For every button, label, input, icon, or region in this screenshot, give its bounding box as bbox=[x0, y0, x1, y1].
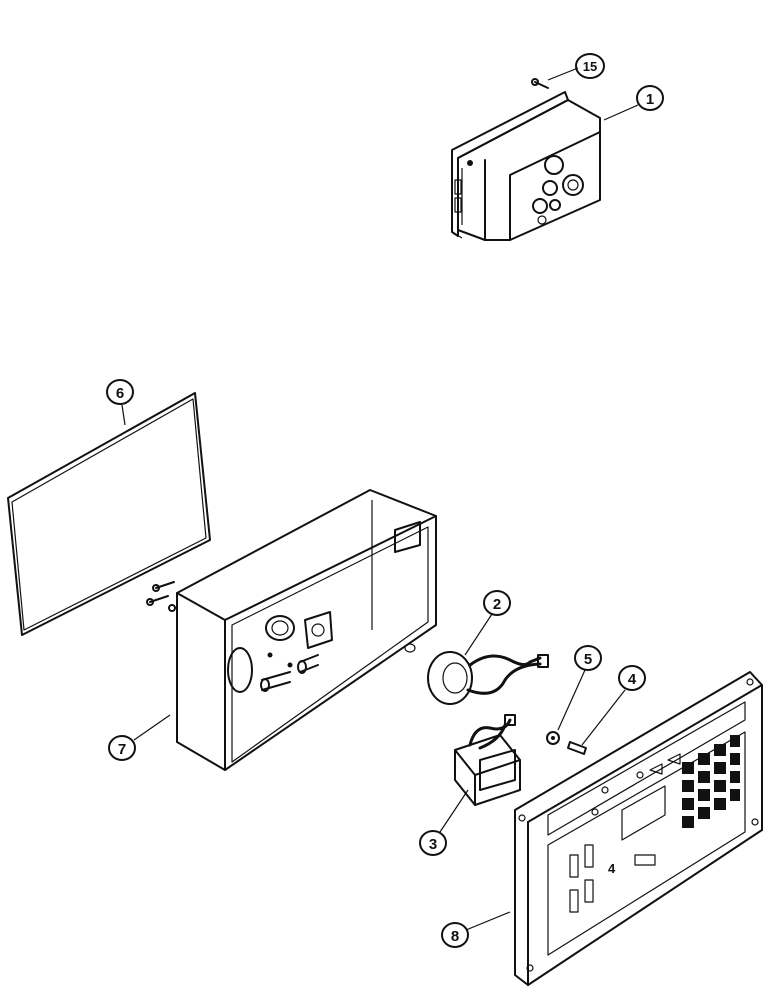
part-8-front-panel: 4 bbox=[514, 671, 763, 986]
part-7-enclosure bbox=[176, 489, 437, 771]
callout-4: 4 bbox=[581, 665, 646, 746]
callout-7: 7 bbox=[108, 714, 171, 761]
svg-text:6: 6 bbox=[116, 385, 124, 402]
svg-text:8: 8 bbox=[451, 928, 459, 945]
svg-text:2: 2 bbox=[493, 596, 501, 613]
part-6-gasket bbox=[7, 392, 211, 636]
callout-3: 3 bbox=[419, 789, 469, 856]
svg-text:7: 7 bbox=[118, 741, 126, 758]
part-5-nut bbox=[546, 731, 560, 745]
part-2-coil bbox=[427, 651, 549, 705]
svg-text:15: 15 bbox=[583, 59, 597, 74]
callout-15: 15 bbox=[547, 53, 605, 81]
svg-text:5: 5 bbox=[584, 651, 592, 668]
part-3-relay bbox=[454, 714, 521, 806]
part-15-screw bbox=[531, 78, 549, 89]
callout-6: 6 bbox=[106, 379, 134, 426]
mounting-screws bbox=[146, 581, 176, 612]
callout-8: 8 bbox=[441, 911, 511, 948]
callout-2: 2 bbox=[464, 590, 511, 656]
svg-text:1: 1 bbox=[646, 91, 654, 108]
panel-marking: 4 bbox=[608, 861, 616, 876]
callout-5: 5 bbox=[557, 645, 602, 731]
svg-text:4: 4 bbox=[628, 671, 637, 688]
callout-1: 1 bbox=[603, 85, 664, 121]
svg-text:3: 3 bbox=[429, 836, 437, 853]
keypad bbox=[682, 735, 740, 828]
part-1-control-box bbox=[451, 91, 601, 241]
part-4-clip bbox=[567, 741, 587, 755]
